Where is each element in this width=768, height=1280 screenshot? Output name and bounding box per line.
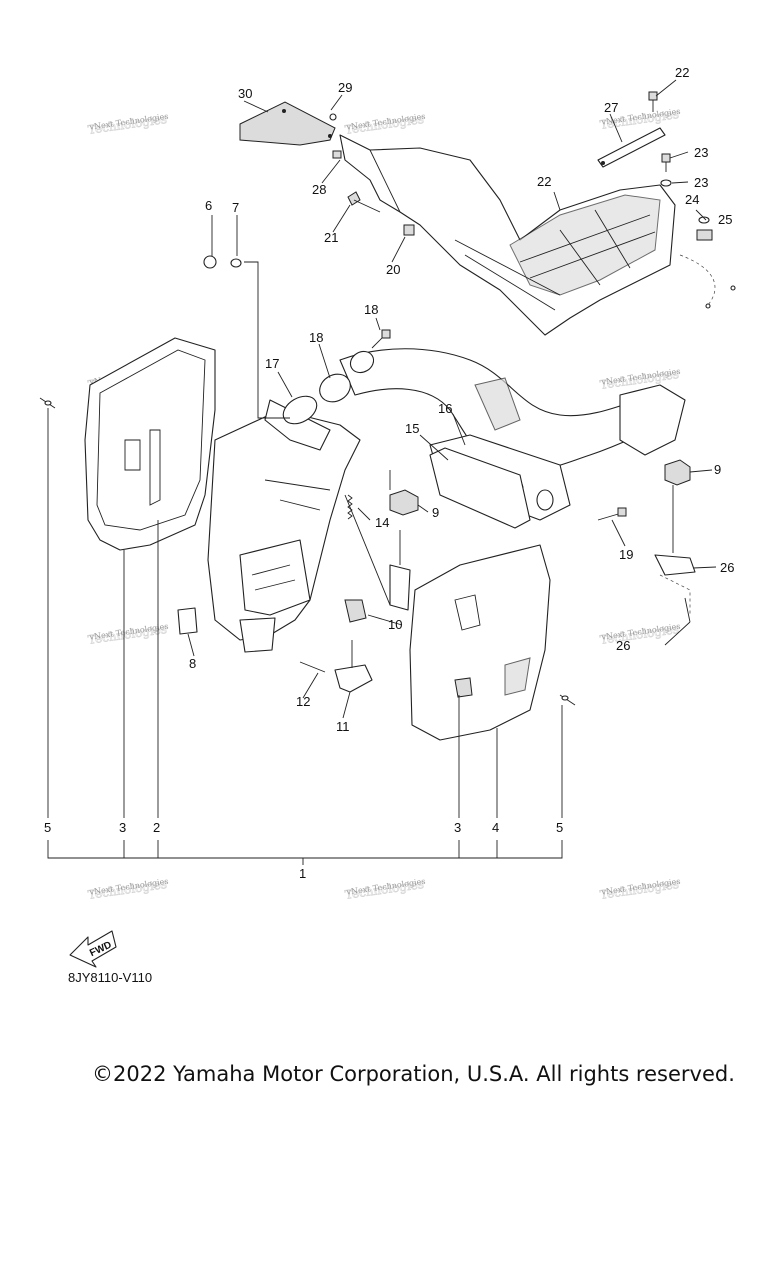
part-13-spring bbox=[347, 494, 353, 520]
muffler-body bbox=[207, 399, 361, 653]
callout-5a: 5 bbox=[44, 820, 51, 835]
callout-12: 12 bbox=[296, 694, 310, 709]
callout-4: 4 bbox=[492, 820, 499, 835]
callout-3a: 3 bbox=[119, 820, 126, 835]
callout-15: 16 bbox=[438, 401, 452, 416]
callout-10: 10 bbox=[388, 617, 402, 632]
callout-7: 7 bbox=[232, 200, 239, 215]
callout-26: 26 bbox=[616, 638, 630, 653]
callout-30: 28 bbox=[312, 182, 326, 197]
callout-22b: 23 bbox=[694, 145, 708, 160]
callout-24: 25 bbox=[718, 212, 732, 227]
copyright-notice: ©2022 Yamaha Motor Corporation, U.S.A. A… bbox=[92, 1062, 735, 1086]
callout-1: 1 bbox=[299, 866, 306, 881]
callout-23b: 24 bbox=[685, 192, 699, 207]
part-16-17-gaskets bbox=[282, 350, 375, 425]
callout-25: 27 bbox=[604, 100, 618, 115]
fasteners-top bbox=[329, 91, 736, 309]
callout-23a: 23 bbox=[694, 175, 708, 190]
callout-28: 30 bbox=[238, 86, 252, 101]
callout-14: 15 bbox=[405, 421, 419, 436]
part-4-right-cover bbox=[409, 544, 551, 741]
callout-16: 17 bbox=[265, 356, 279, 371]
callouts: 30 29 28 21 20 22 27 22 23 23 24 25 6 7 … bbox=[44, 65, 734, 881]
callout-18b: 19 bbox=[619, 547, 633, 562]
fwd-arrow-icon: FWD bbox=[69, 930, 117, 968]
callout-13: 14 bbox=[375, 515, 389, 530]
callout-5b: 5 bbox=[556, 820, 563, 835]
part-9-rubber-mounts bbox=[389, 459, 691, 516]
callout-2: 2 bbox=[153, 820, 160, 835]
callout-17: 18 bbox=[309, 330, 323, 345]
callout-21: 22 bbox=[537, 174, 551, 189]
part-14-gasket bbox=[429, 447, 531, 529]
callout-29: 29 bbox=[338, 80, 352, 95]
callout-11: 11 bbox=[336, 719, 350, 734]
brackets bbox=[177, 554, 696, 693]
callout-22a: 22 bbox=[675, 65, 689, 80]
callout-20: 21 bbox=[324, 230, 338, 245]
screws bbox=[39, 255, 627, 706]
callout-3b: 3 bbox=[454, 820, 461, 835]
callout-18a: 18 bbox=[364, 302, 378, 317]
callout-9a: 9 bbox=[714, 462, 721, 477]
callout-9b: 9 bbox=[432, 505, 439, 520]
callout-27: 26 bbox=[720, 560, 734, 575]
callout-8: 8 bbox=[189, 656, 196, 671]
callout-6: 6 bbox=[205, 198, 212, 213]
part-28-heat-plate bbox=[239, 101, 336, 146]
part-21-heat-shield bbox=[339, 134, 676, 336]
part-25-bracket bbox=[597, 127, 666, 168]
leader-lines bbox=[47, 79, 717, 865]
part-2-left-cover bbox=[84, 337, 216, 551]
diagram-code: 8JY8110-V110 bbox=[68, 970, 153, 985]
callout-19: 20 bbox=[386, 262, 400, 277]
